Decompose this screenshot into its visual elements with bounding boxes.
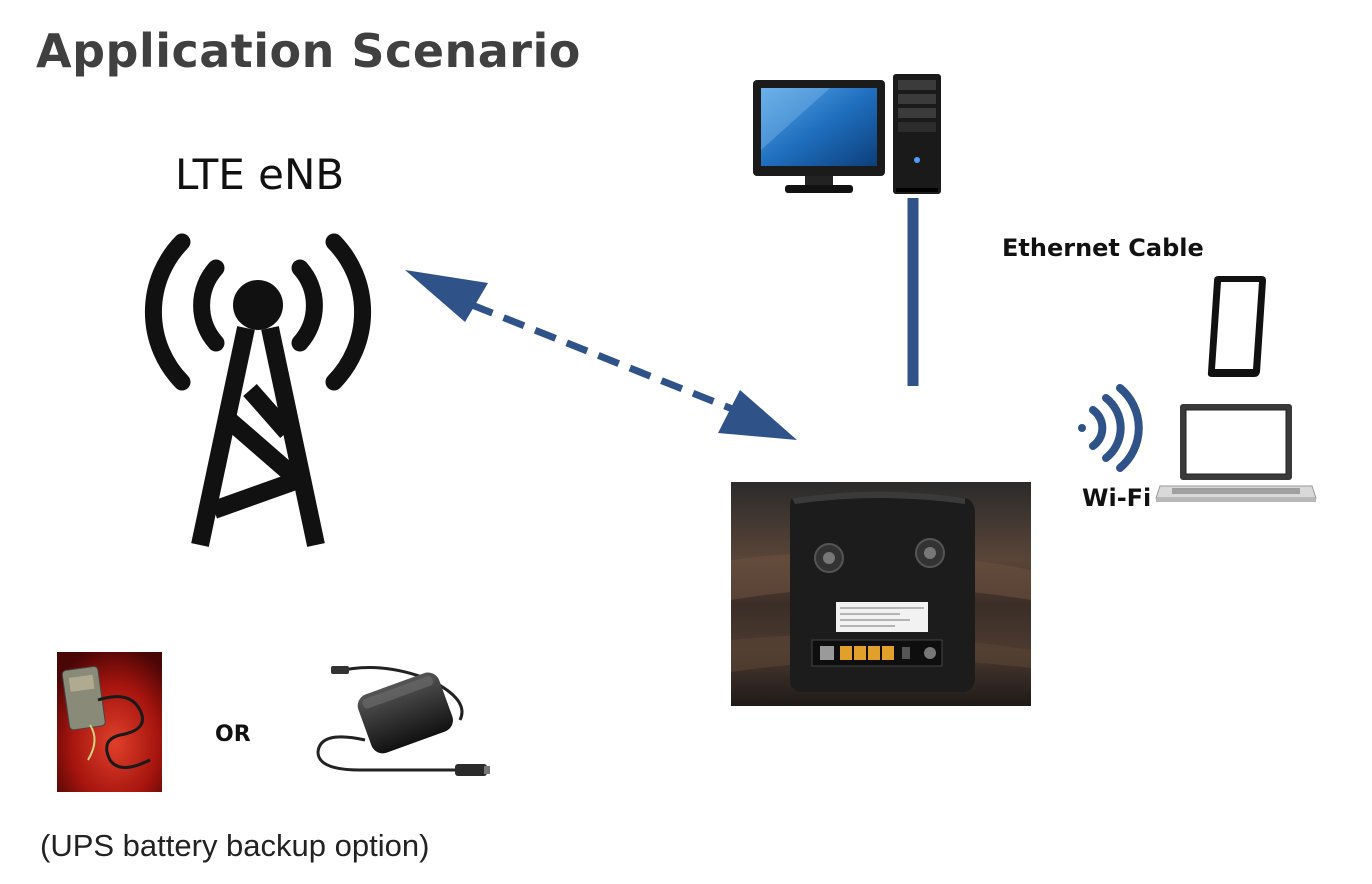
ethernet-cable-label: Ethernet Cable — [1002, 234, 1204, 262]
page-title: Application Scenario — [36, 24, 581, 78]
power-adapter-photo — [57, 652, 162, 792]
lte-router-photo — [731, 482, 1031, 706]
cell-tower-icon — [144, 233, 372, 547]
desktop-computer-icon — [753, 74, 941, 194]
wifi-signal-icon — [1078, 384, 1143, 472]
lte-radio-link — [405, 270, 797, 440]
wifi-label: Wi-Fi — [1082, 484, 1152, 512]
ups-backup-label: (UPS battery backup option) — [40, 828, 430, 863]
smartphone-icon — [1207, 276, 1266, 377]
or-label: OR — [215, 722, 251, 747]
arrow-head-left-icon — [405, 270, 488, 322]
arrow-head-right-icon — [718, 390, 797, 440]
lte-enb-label: LTE eNB — [175, 150, 345, 199]
ups-battery-photo — [316, 666, 490, 776]
laptop-icon — [1155, 404, 1317, 502]
